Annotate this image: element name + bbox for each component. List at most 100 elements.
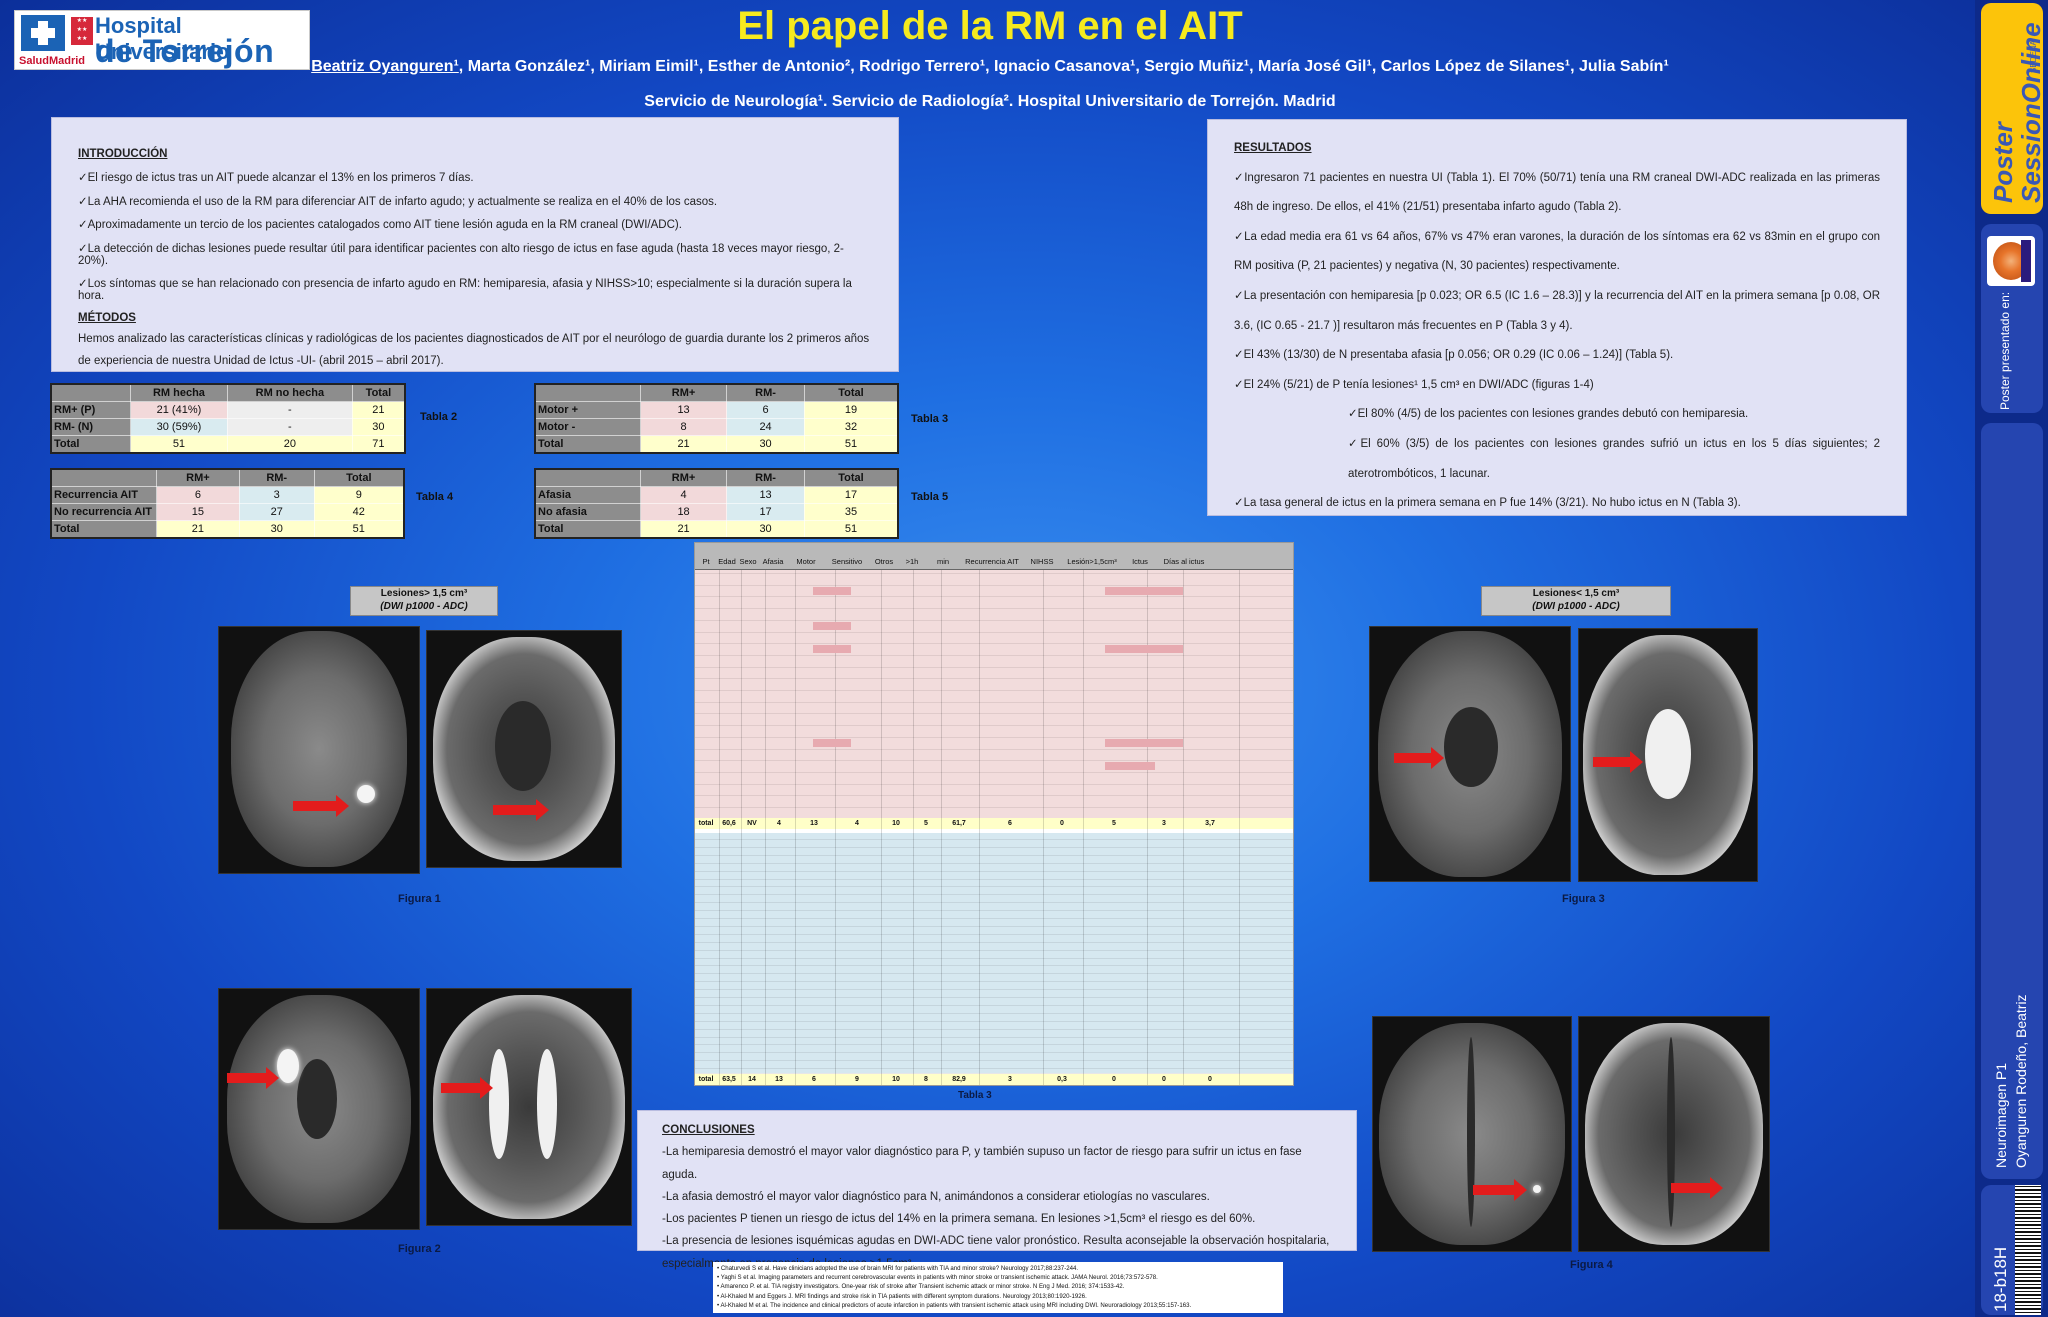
presented-line: presentado [1998, 311, 2012, 372]
t5-cell: 17 [726, 503, 805, 521]
lesion-box-large-title: Lesiones> 1,5 cm³ [380, 588, 468, 599]
t3-cell: 8 [639, 418, 728, 436]
methods-text: Hemos analizado las características clín… [78, 332, 870, 367]
t2-r1-label: RM- (N) [50, 418, 131, 436]
total-cell: 61,7 [952, 820, 966, 827]
total-cell: NV [747, 820, 757, 827]
patient-table-col-header: Sensitivo [831, 557, 863, 566]
t4-cell: 27 [238, 503, 315, 521]
arrow-icon [1671, 1177, 1723, 1199]
t2-h1: RM hecha [130, 383, 228, 402]
results-p1: ✓Ingresaron 71 pacientes en nuestra UI (… [1234, 171, 1880, 214]
total-cell: total [698, 1076, 714, 1083]
tabla-3-label: Tabla 3 [911, 413, 949, 425]
total-cell: 8 [924, 1076, 928, 1083]
t2-cell: 30 [351, 418, 406, 436]
total-cell: 0,3 [1057, 1076, 1067, 1083]
t5-r1-label: No afasia [534, 503, 641, 521]
presented-line: en: [1998, 291, 2012, 309]
figure-4-label: Figura 4 [1570, 1259, 1613, 1271]
figure-2-adc [426, 988, 632, 1226]
badge-small: SEDENA [2029, 40, 2038, 73]
patient-table-col-header: Edad [718, 557, 736, 566]
total-cell: 13 [775, 1076, 783, 1083]
conclusion-2: -La afasia demostró el mayor valor diagn… [662, 1190, 1210, 1203]
total-cell: 3 [1008, 1076, 1012, 1083]
total-cell: 6 [1008, 820, 1012, 827]
total-cell: 3,7 [1205, 820, 1215, 827]
t2-cell: 71 [351, 435, 406, 454]
reference-item: • Chaturvedi S et al. Have clinicians ad… [717, 1265, 1079, 1272]
t4-h3: Total [313, 468, 405, 487]
total-cell: 82,9 [952, 1076, 966, 1083]
t2-h3: Total [351, 383, 406, 402]
methods-heading: MÉTODOS [78, 311, 136, 324]
t4-cell: 9 [313, 486, 405, 504]
other-authors: , Marta González¹, Miriam Eimil¹, Esther… [458, 58, 1669, 75]
total-cell: 5 [924, 820, 928, 827]
total-cell: 0 [1060, 820, 1064, 827]
patient-table-col-header: >1h [905, 557, 919, 566]
t2-h0 [50, 383, 131, 402]
reference-item: • Amarenco P. et al. TIA registry invest… [717, 1283, 1125, 1291]
patient-table-col-header: Sexo [739, 557, 757, 566]
total-cell: 4 [777, 820, 781, 827]
figure-2-dwi [218, 988, 420, 1230]
t3-r1-label: Motor - [534, 418, 641, 436]
t4-r0-label: Recurrencia AIT [50, 486, 157, 504]
t5-h0 [534, 468, 641, 487]
figure-2-label: Figura 2 [398, 1243, 441, 1255]
arrow-icon [493, 799, 549, 821]
poster-code-panel: 18-b18H [1981, 1185, 2043, 1315]
results-p2: ✓La edad media era 61 vs 64 años, 67% vs… [1234, 230, 1880, 273]
t5-cell: 35 [803, 503, 899, 521]
patient-table-col-header: min [936, 557, 950, 566]
intro-item: ✓La detección de dichas lesiones puede r… [78, 242, 844, 267]
total-cell: 10 [892, 820, 900, 827]
poster-session-online-badge[interactable]: Poster SessionOnline SEDENA [1981, 3, 2046, 214]
t3-cell: 24 [726, 418, 805, 436]
t3-cell: 6 [726, 401, 805, 419]
t3-h2: RM- [726, 383, 805, 402]
total-cell: 63,5 [722, 1076, 736, 1083]
patient-table-col-header: Lesión>1,5cm³ [1067, 557, 1117, 566]
total-cell: 4 [855, 820, 859, 827]
poster-info-panel: Neuroimagen P1 Oyanguren Rodeño, Beatriz [1981, 423, 2043, 1179]
patient-table-col-header: Días al ictus [1163, 557, 1205, 566]
total-cell: 9 [855, 1076, 859, 1083]
t5-cell: 4 [639, 486, 728, 504]
conclusion-3: -Los pacientes P tienen un riesgo de ict… [662, 1213, 1256, 1226]
author-label: Oyanguren Rodeño, Beatriz [2013, 994, 2029, 1168]
t3-cell: 21 [639, 435, 728, 454]
figure-1-dwi [218, 626, 420, 874]
t5-h3: Total [803, 468, 899, 487]
lesion-box-large-sub: (DWI p1000 - ADC) [380, 601, 468, 612]
t2-cell: - [226, 401, 353, 419]
lesion-box-small-title: Lesiones< 1,5 cm³ [1532, 588, 1620, 599]
t3-h1: RM+ [639, 383, 728, 402]
t2-cell: - [226, 418, 353, 436]
first-author: Beatriz Oyanguren¹ [311, 58, 459, 75]
total-cell: 5 [1112, 820, 1116, 827]
lesion-box-small: Lesiones< 1,5 cm³(DWI p1000 - ADC) [1481, 586, 1671, 616]
t2-h2: RM no hecha [226, 383, 353, 402]
results-p8: ✓La tasa general de ictus en la primera … [1234, 497, 1741, 510]
conclusion-1: -La hemiparesia demostró el mayor valor … [662, 1146, 1302, 1181]
t3-cell: 51 [803, 435, 899, 454]
session-label: Neuroimagen P1 [1993, 1062, 2009, 1168]
poster-title: El papel de la RM en el AIT [737, 4, 1243, 48]
results-p6: ✓El 80% (4/5) de los pacientes con lesio… [1348, 408, 1749, 421]
total-cell: 0 [1112, 1076, 1116, 1083]
t2-r0-label: RM+ (P) [50, 401, 131, 419]
lesion-marker [277, 1049, 299, 1083]
t4-cell: 21 [156, 520, 240, 539]
t4-h2: RM- [238, 468, 315, 487]
reference-item: • Yaghi S et al. Imaging parameters and … [717, 1274, 1158, 1282]
authors: Beatriz Oyanguren¹, Marta González¹, Mir… [0, 58, 1980, 76]
lesion-marker [1533, 1185, 1541, 1193]
poster-code: 18-b18H [1991, 1246, 2010, 1312]
